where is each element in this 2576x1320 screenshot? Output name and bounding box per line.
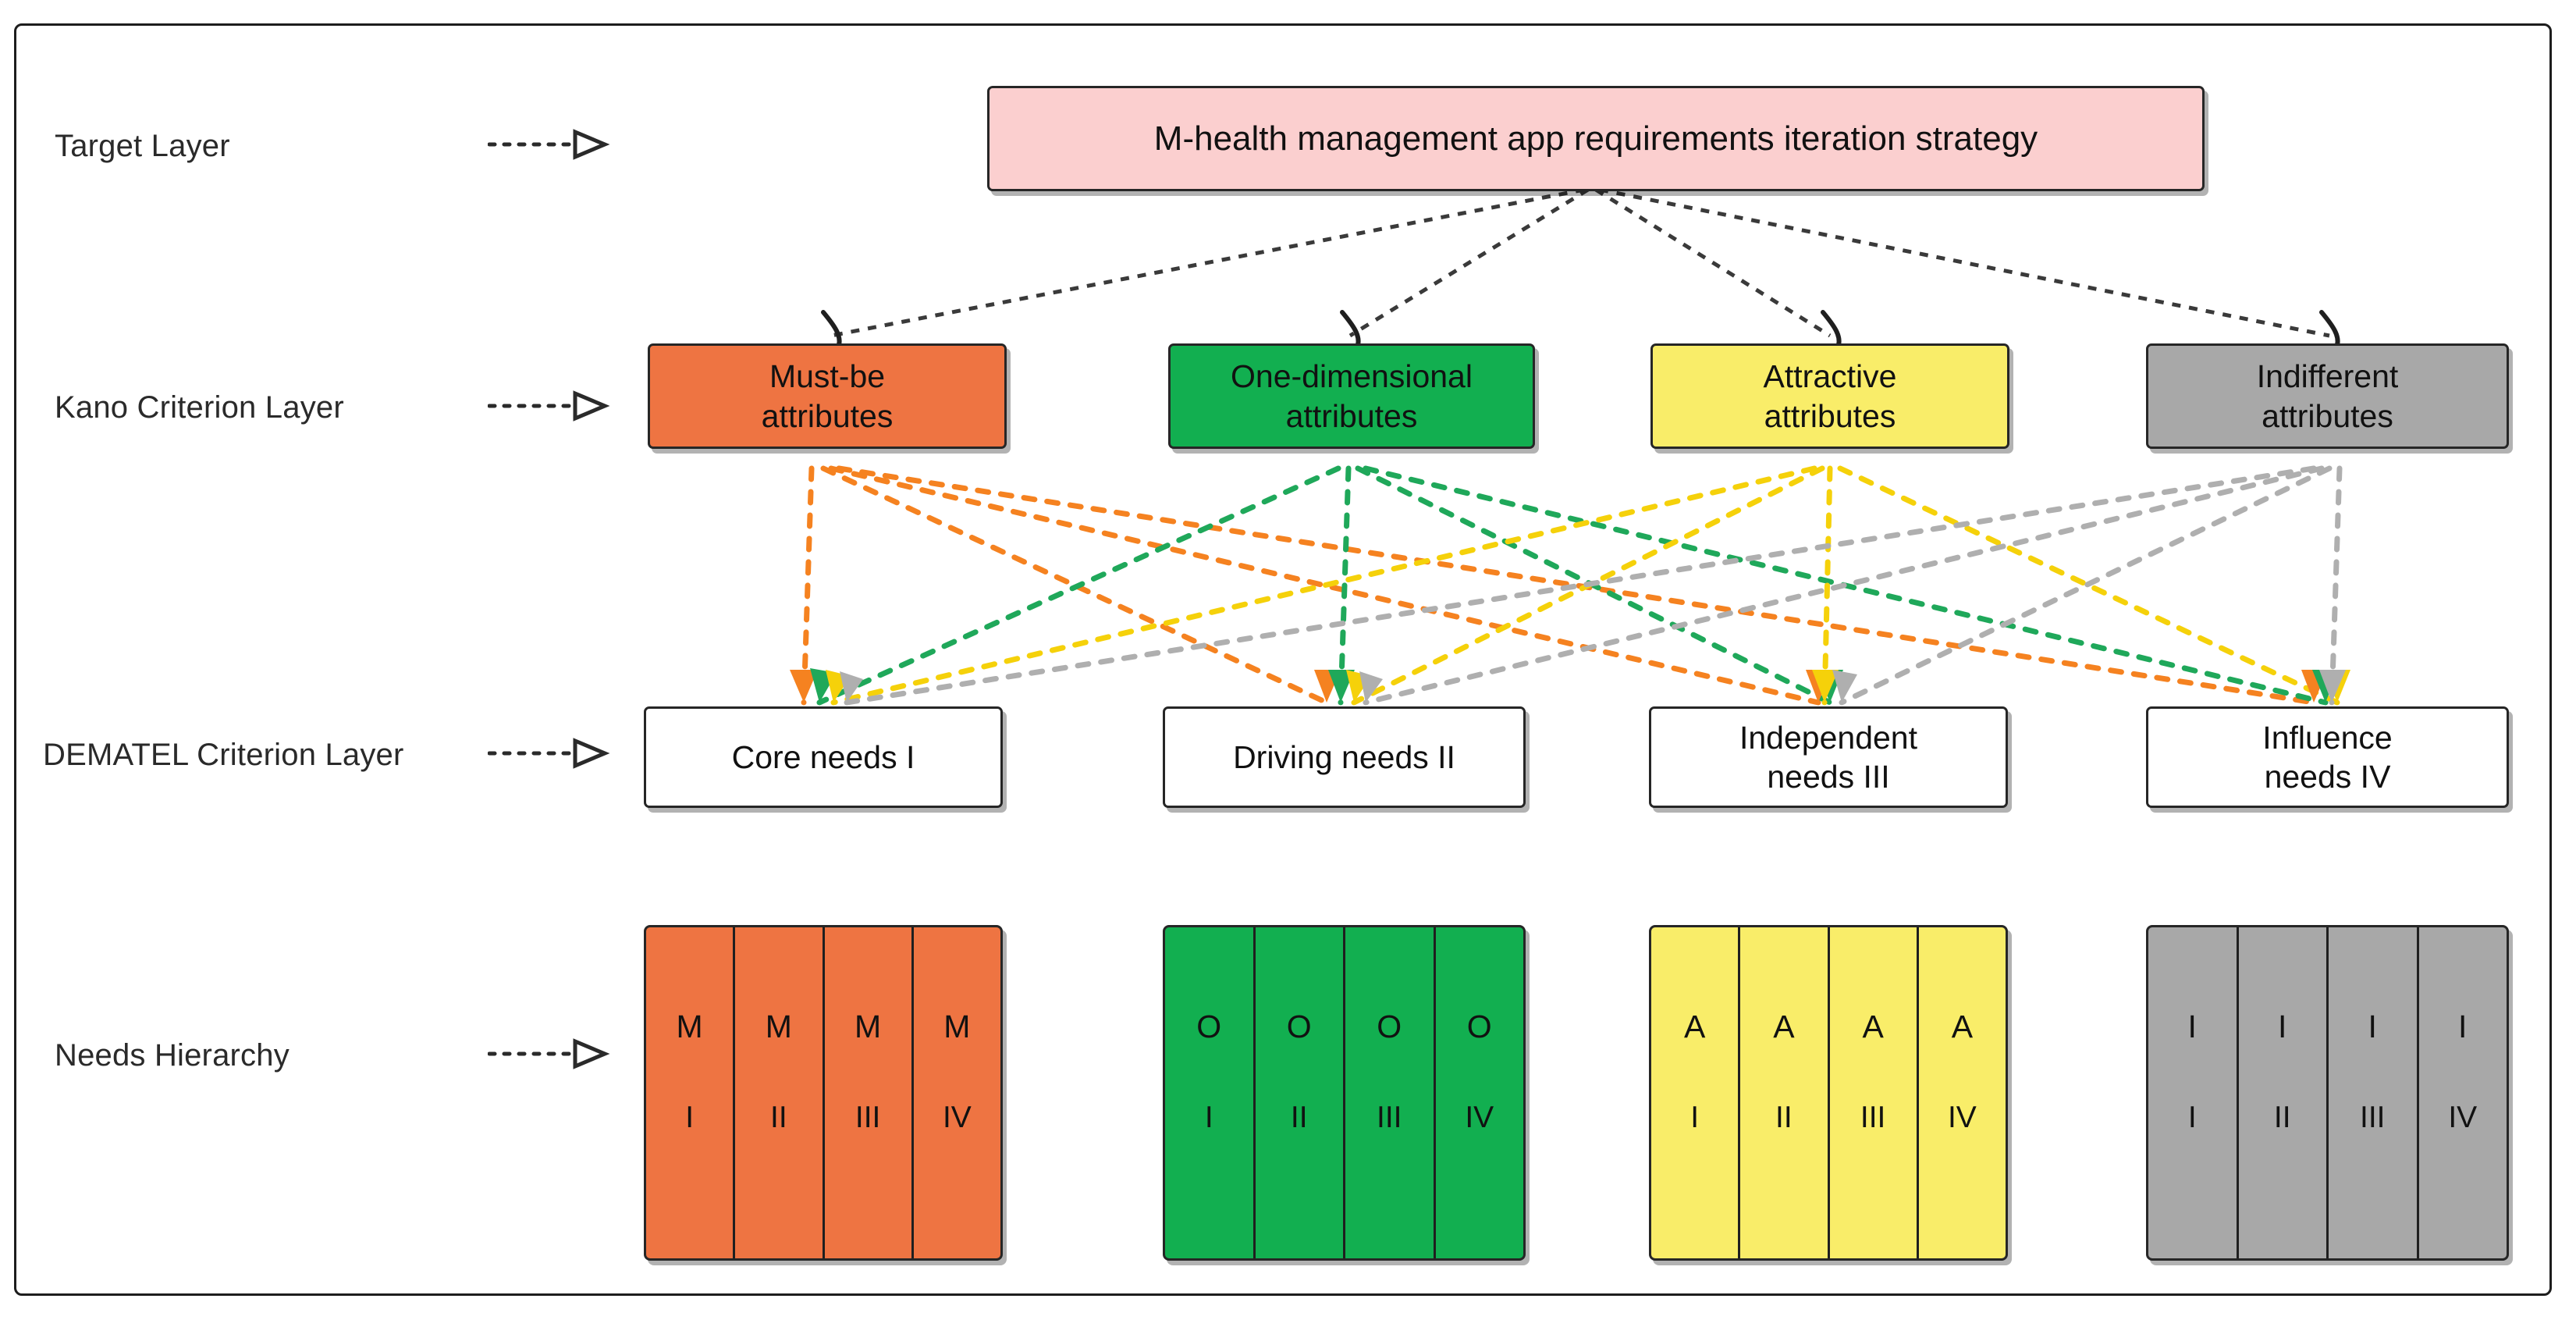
needs-cell-index: II xyxy=(1775,1101,1793,1134)
kano-node-must-be-line1: Must-be xyxy=(769,358,886,395)
needs-cell[interactable]: A II xyxy=(1740,927,1830,1258)
layer-arrow-target-icon xyxy=(488,129,610,160)
kano-node-attractive-line2: attributes xyxy=(1764,397,1896,434)
needs-cell-symbol: I xyxy=(2278,1009,2287,1044)
dematel-node-driving-line1: Driving needs II xyxy=(1233,738,1455,775)
target-node[interactable]: M-health management app requirements ite… xyxy=(987,86,2205,191)
needs-cell-index: III xyxy=(1860,1101,1886,1134)
needs-cell-symbol: M xyxy=(765,1009,792,1044)
needs-cell-symbol: A xyxy=(1683,1009,1706,1044)
needs-cell-symbol: A xyxy=(1773,1009,1795,1044)
needs-cell[interactable]: A III xyxy=(1830,927,1919,1258)
needs-cell[interactable]: O IV xyxy=(1436,927,1524,1258)
needs-cell-symbol: I xyxy=(2458,1009,2468,1044)
kano-node-indifferent-line2: attributes xyxy=(2262,397,2393,434)
needs-cell[interactable]: M IV xyxy=(914,927,1000,1258)
needs-cell-index: I xyxy=(685,1101,695,1134)
target-node-label: M-health management app requirements ite… xyxy=(1153,119,2038,158)
needs-cell[interactable]: I II xyxy=(2239,927,2329,1258)
needs-cell-index: I xyxy=(1204,1101,1213,1134)
needs-cell[interactable]: O II xyxy=(1256,927,1345,1258)
kano-node-one-dimensional-line1: One-dimensional xyxy=(1231,358,1473,395)
kano-node-attractive[interactable]: Attractive attributes xyxy=(1650,343,2009,449)
needs-cell[interactable]: M I xyxy=(646,927,736,1258)
needs-cell-index: I xyxy=(2187,1101,2197,1134)
needs-cell-index: III xyxy=(1376,1101,1402,1134)
needs-cell[interactable]: O I xyxy=(1165,927,1256,1258)
dematel-node-core-line1: Core needs I xyxy=(731,738,915,775)
needs-cell[interactable]: M III xyxy=(825,927,914,1258)
needs-cell-index: IV xyxy=(942,1101,972,1134)
needs-cell-index: IV xyxy=(2448,1101,2478,1134)
needs-cell-index: II xyxy=(2273,1101,2291,1134)
layer-label-needs: Needs Hierarchy xyxy=(55,1038,290,1073)
needs-cell[interactable]: I IV xyxy=(2419,927,2507,1258)
dematel-node-driving[interactable]: Driving needs II xyxy=(1163,706,1526,808)
needs-cell-symbol: A xyxy=(1862,1009,1884,1044)
needs-cell-index: IV xyxy=(1947,1101,1977,1134)
needs-cell-index: I xyxy=(1690,1101,1700,1134)
needs-stack-one-dimensional[interactable]: O I O II O III O IV xyxy=(1163,925,1526,1261)
needs-cell[interactable]: O III xyxy=(1345,927,1436,1258)
needs-cell-symbol: A xyxy=(1951,1009,1974,1044)
dematel-node-influence-line1: Influence xyxy=(2262,719,2393,756)
kano-node-indifferent[interactable]: Indifferent attributes xyxy=(2146,343,2509,449)
needs-cell[interactable]: A IV xyxy=(1919,927,2006,1258)
layer-arrow-dematel-icon xyxy=(488,738,610,769)
needs-cell-symbol: O xyxy=(1286,1009,1312,1044)
kano-node-one-dimensional-line2: attributes xyxy=(1285,397,1418,434)
kano-node-must-be[interactable]: Must-be attributes xyxy=(648,343,1007,449)
needs-cell-index: II xyxy=(770,1101,787,1134)
kano-node-must-be-line2: attributes xyxy=(761,397,894,434)
needs-cell-index: III xyxy=(855,1101,881,1134)
needs-cell[interactable]: M II xyxy=(735,927,825,1258)
needs-cell[interactable]: I I xyxy=(2148,927,2239,1258)
layer-label-dematel: DEMATEL Criterion Layer xyxy=(43,738,404,772)
layer-label-target: Target Layer xyxy=(55,129,230,163)
needs-cell-index: IV xyxy=(1465,1101,1494,1134)
needs-cell[interactable]: I III xyxy=(2329,927,2419,1258)
needs-cell-symbol: O xyxy=(1377,1009,1402,1044)
needs-cell-symbol: I xyxy=(2368,1009,2377,1044)
needs-stack-must-be[interactable]: M I M II M III M IV xyxy=(644,925,1003,1261)
layer-arrow-needs-icon xyxy=(488,1038,610,1069)
needs-cell-symbol: O xyxy=(1466,1009,1492,1044)
needs-cell-symbol: O xyxy=(1196,1009,1222,1044)
dematel-node-influence[interactable]: Influence needs IV xyxy=(2146,706,2509,808)
needs-cell[interactable]: A I xyxy=(1651,927,1741,1258)
needs-cell-symbol: M xyxy=(676,1009,703,1044)
needs-cell-symbol: M xyxy=(855,1009,882,1044)
needs-cell-symbol: M xyxy=(943,1009,971,1044)
kano-node-one-dimensional[interactable]: One-dimensional attributes xyxy=(1168,343,1535,449)
layer-arrow-kano-icon xyxy=(488,390,610,422)
kano-node-indifferent-line1: Indifferent xyxy=(2256,358,2399,395)
dematel-node-influence-line2: needs IV xyxy=(2264,759,2391,795)
needs-cell-symbol: I xyxy=(2187,1009,2197,1044)
layer-label-kano: Kano Criterion Layer xyxy=(55,390,344,425)
needs-cell-index: III xyxy=(2359,1101,2386,1134)
dematel-node-independent-line2: needs III xyxy=(1767,759,1890,795)
needs-stack-indifferent[interactable]: I I I II I III I IV xyxy=(2146,925,2509,1261)
dematel-node-independent[interactable]: Independent needs III xyxy=(1649,706,2008,808)
dematel-node-independent-line1: Independent xyxy=(1739,719,1917,756)
dematel-node-core[interactable]: Core needs I xyxy=(644,706,1003,808)
needs-cell-index: II xyxy=(1290,1101,1308,1134)
kano-node-attractive-line1: Attractive xyxy=(1763,358,1897,395)
needs-stack-attractive[interactable]: A I A II A III A IV xyxy=(1649,925,2008,1261)
